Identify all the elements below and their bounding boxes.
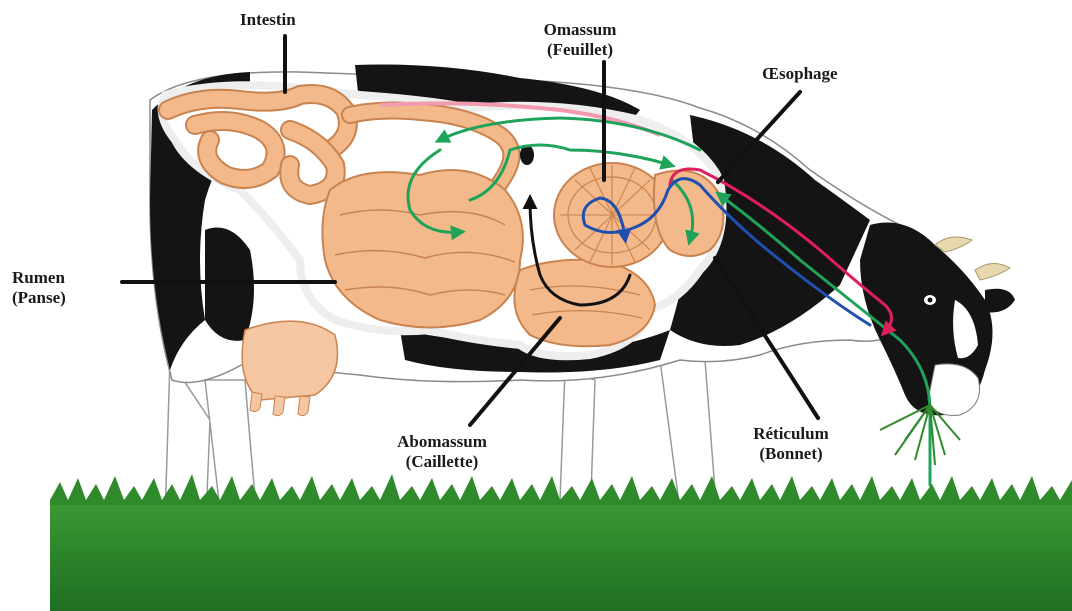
label-abomassum-alt: (Caillette) xyxy=(372,452,512,472)
label-rumen-text: Rumen xyxy=(12,268,66,288)
label-abomassum-text: Abomassum xyxy=(372,432,512,452)
teat xyxy=(273,396,285,416)
teat xyxy=(250,392,262,412)
label-omassum-alt: (Feuillet) xyxy=(520,40,640,60)
label-intestin-text: Intestin xyxy=(240,10,296,30)
label-abomassum: Abomassum (Caillette) xyxy=(372,432,512,472)
udder xyxy=(242,321,337,400)
muzzle xyxy=(928,364,980,416)
label-intestin: Intestin xyxy=(240,10,296,30)
ear xyxy=(985,289,1015,313)
label-rumen-alt: (Panse) xyxy=(12,288,66,308)
label-rumen: Rumen (Panse) xyxy=(12,268,66,308)
grass-ground xyxy=(50,500,1072,611)
label-omassum-text: Omassum xyxy=(520,20,640,40)
label-omassum: Omassum (Feuillet) xyxy=(520,20,640,60)
abomassum xyxy=(514,260,655,346)
eye-pupil xyxy=(928,298,933,303)
label-reticulum-text: Réticulum xyxy=(736,424,846,444)
horn xyxy=(975,263,1010,280)
label-oesophage: Œsophage xyxy=(762,64,838,84)
label-reticulum: Réticulum (Bonnet) xyxy=(736,424,846,464)
rumen xyxy=(322,170,522,328)
label-reticulum-alt: (Bonnet) xyxy=(736,444,846,464)
teat xyxy=(298,396,310,416)
label-oesophage-text: Œsophage xyxy=(762,64,838,84)
